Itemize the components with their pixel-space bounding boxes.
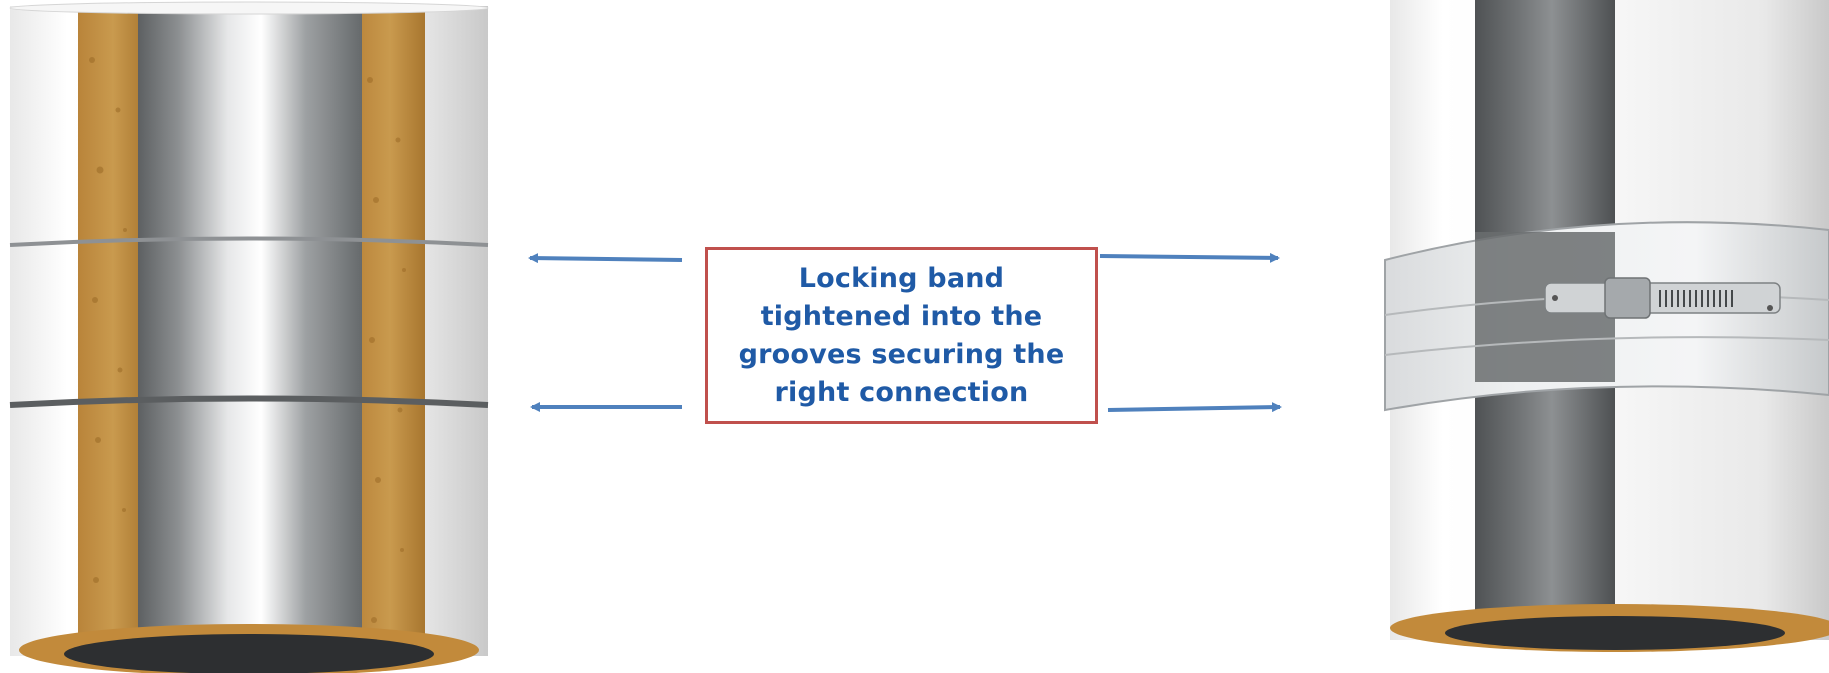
- bottom-opening-right: [1445, 616, 1785, 650]
- assembled-pipe-image: [1384, 0, 1829, 652]
- callout-box: Locking band tightened into the grooves …: [705, 247, 1098, 424]
- inner-liner: [138, 6, 362, 656]
- hose-clamp-screw: [1604, 277, 1651, 319]
- insulation-left: [78, 6, 148, 656]
- arrow-lower-right: [1107, 402, 1282, 413]
- insulation-right: [355, 6, 425, 656]
- arrow-upper-left: [528, 253, 683, 264]
- insulation-texture: [89, 57, 406, 623]
- clamp-serrations: [1659, 290, 1733, 307]
- callout-text: Locking band tightened into the grooves …: [738, 262, 1065, 408]
- hose-clamp-strap: [1544, 282, 1781, 314]
- bottom-opening-left: [64, 634, 434, 673]
- upper-joint-groove: [9, 236, 489, 247]
- cutaway-pipe-image: [9, 1, 489, 673]
- lower-joint-groove: [9, 395, 489, 408]
- arrow-upper-right: [1099, 252, 1280, 263]
